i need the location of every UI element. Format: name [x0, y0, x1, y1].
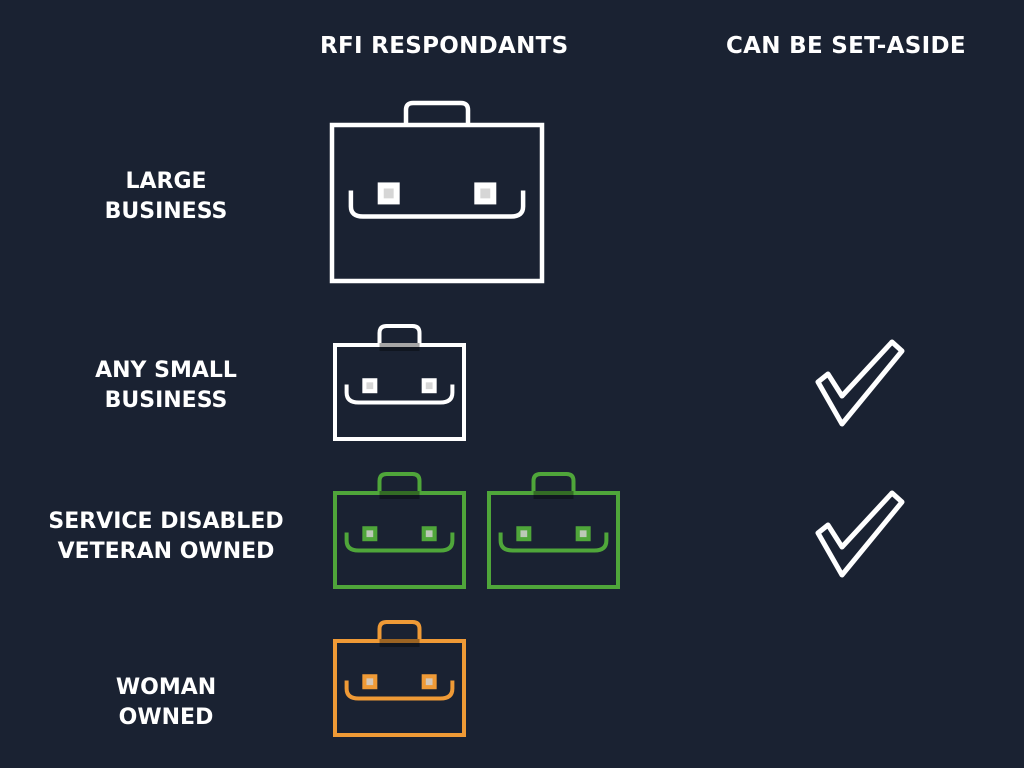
briefcase-body [329, 122, 545, 284]
briefcase-latch-center [366, 530, 374, 538]
row-label-line: ANY SMALL [95, 358, 237, 383]
briefcase-strap [344, 532, 455, 553]
briefcase-strap [344, 680, 455, 701]
row-label-woman-owned: WOMAN OWNED [0, 673, 332, 733]
row-label-service-disabled-veteran-owned: SERVICE DISABLED VETERAN OWNED [0, 507, 332, 567]
row-label-line: SERVICE DISABLED [48, 509, 284, 534]
briefcase-strap [348, 190, 526, 219]
briefcase-latch-center [579, 530, 587, 538]
checkmark-icon [815, 339, 905, 427]
briefcase-handle-shadow [379, 491, 420, 499]
briefcase-latch-center [520, 530, 528, 538]
row-label-line: BUSINESS [104, 388, 228, 413]
row-label-line: LARGE [125, 169, 207, 194]
briefcase-icon [329, 100, 545, 284]
briefcase-icon [333, 472, 466, 589]
row-label-large-business: LARGE BUSINESS [0, 167, 332, 227]
briefcase-handle [377, 324, 422, 343]
briefcase-latch-center [425, 678, 433, 686]
briefcase-handle-shadow [533, 491, 574, 499]
row-label-any-small-business: ANY SMALL BUSINESS [0, 356, 332, 416]
briefcase-body [487, 491, 620, 589]
briefcase-body [333, 491, 466, 589]
row-label-line: VETERAN OWNED [57, 539, 275, 564]
briefcase-handle-shadow [379, 343, 420, 351]
briefcase-latch-center [366, 678, 374, 686]
header-rfi-respondants: RFI RESPONDANTS [320, 33, 569, 59]
row-label-line: WOMAN [115, 675, 217, 700]
briefcase-latch-center [366, 382, 374, 390]
checkmark-icon [815, 490, 905, 578]
briefcase-body [333, 343, 466, 441]
briefcase-latch-center [425, 382, 433, 390]
briefcase-latch-center [480, 188, 491, 199]
briefcase-strap [344, 384, 455, 405]
briefcase-handle [531, 472, 576, 491]
briefcase-icon [333, 324, 466, 441]
briefcase-handle [377, 472, 422, 491]
briefcase-handle-shadow [379, 639, 420, 647]
briefcase-latch-center [383, 188, 394, 199]
header-can-be-set-aside: CAN BE SET-ASIDE [726, 33, 966, 59]
briefcase-latch-center [425, 530, 433, 538]
briefcase-handle [403, 100, 471, 123]
briefcase-icon [333, 620, 466, 737]
row-label-line: BUSINESS [104, 199, 228, 224]
checkmark-outline [815, 339, 905, 427]
briefcase-strap [498, 532, 609, 553]
checkmark-outline [815, 490, 905, 578]
briefcase-body [333, 639, 466, 737]
briefcase-icon [487, 472, 620, 589]
briefcase-handle [377, 620, 422, 639]
row-label-line: OWNED [118, 705, 214, 730]
